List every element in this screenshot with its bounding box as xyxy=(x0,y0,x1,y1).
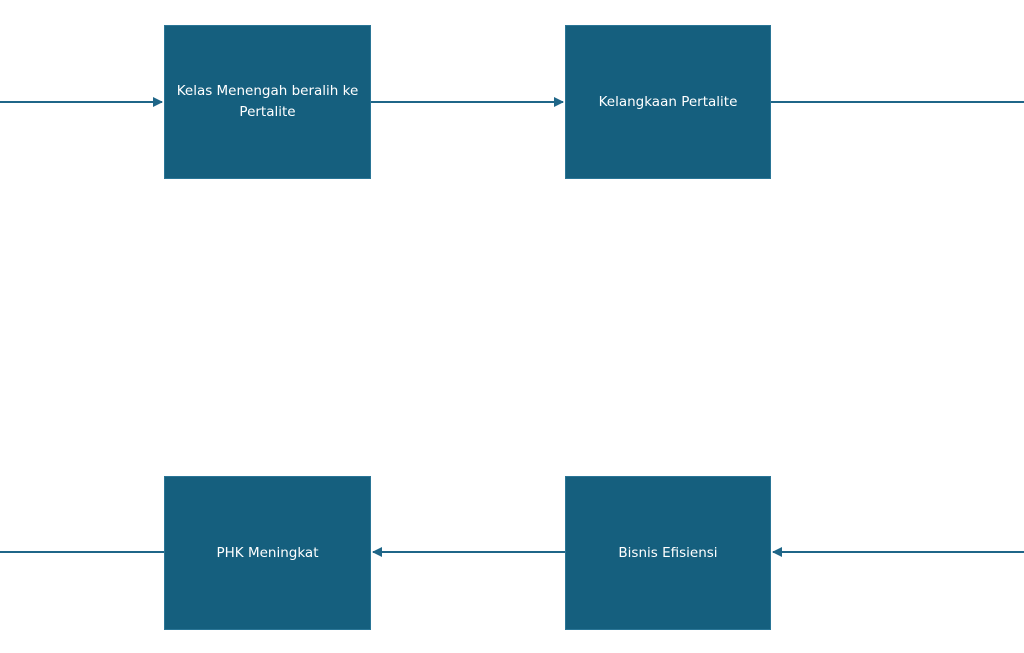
node-kelas-menengah-label: Kelas Menengah beralih ke Pertalite xyxy=(176,83,359,120)
node-kelangkaan-pertalite-label: Kelangkaan Pertalite xyxy=(598,93,738,110)
node-bisnis-efisiensi: Bisnis Efisiensi xyxy=(565,476,771,630)
node-kelangkaan-pertalite: Kelangkaan Pertalite xyxy=(565,25,771,179)
node-phk-meningkat-label: PHK Meningkat xyxy=(216,544,319,561)
node-kelas-menengah: Kelas Menengah beralih ke Pertalite xyxy=(164,25,371,179)
node-bisnis-efisiensi-label: Bisnis Efisiensi xyxy=(618,544,718,561)
node-phk-meningkat: PHK Meningkat xyxy=(164,476,371,630)
